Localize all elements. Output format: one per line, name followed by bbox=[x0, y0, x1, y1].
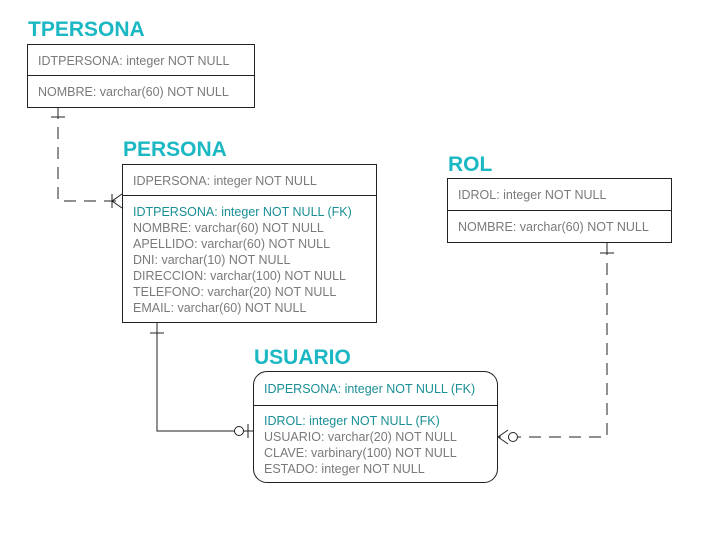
persona-attr: EMAIL: varchar(60) NOT NULL bbox=[133, 301, 307, 315]
entity-title-usuario: USUARIO bbox=[254, 346, 351, 369]
relationship-persona-usuario bbox=[150, 323, 255, 438]
persona-key-section: IDPERSONA: integer NOT NULL bbox=[123, 165, 376, 196]
entity-usuario[interactable]: IDPERSONA: integer NOT NULL (FK) IDROL: … bbox=[253, 371, 498, 483]
persona-attr-fk: IDTPERSONA: integer NOT NULL (FK) bbox=[133, 205, 352, 219]
usuario-attr: USUARIO: varchar(20) NOT NULL bbox=[264, 430, 457, 444]
usuario-attr: ESTADO: integer NOT NULL bbox=[264, 462, 425, 476]
persona-attr: TELEFONO: varchar(20) NOT NULL bbox=[133, 285, 337, 299]
persona-attr: APELLIDO: varchar(60) NOT NULL bbox=[133, 237, 331, 251]
usuario-attr-fk: IDROL: integer NOT NULL (FK) bbox=[264, 414, 440, 428]
relationship-rol-usuario bbox=[497, 243, 614, 445]
tpersona-key-section: IDTPERSONA: integer NOT NULL bbox=[28, 45, 254, 76]
persona-attr-section: IDTPERSONA: integer NOT NULL (FK) NOMBRE… bbox=[123, 196, 376, 316]
persona-attr: DNI: varchar(10) NOT NULL bbox=[133, 253, 291, 267]
persona-attr: NOMBRE: varchar(60) NOT NULL bbox=[133, 221, 324, 235]
tpersona-pk: IDTPERSONA: integer NOT NULL bbox=[38, 54, 230, 68]
usuario-pk: IDPERSONA: integer NOT NULL (FK) bbox=[264, 382, 476, 396]
entity-title-rol: ROL bbox=[448, 153, 493, 176]
entity-persona[interactable]: IDPERSONA: integer NOT NULL IDTPERSONA: … bbox=[122, 164, 377, 323]
entity-tpersona[interactable]: IDTPERSONA: integer NOT NULL NOMBRE: var… bbox=[27, 44, 255, 108]
rol-attr: NOMBRE: varchar(60) NOT NULL bbox=[458, 220, 649, 234]
usuario-attr-section: IDROL: integer NOT NULL (FK) USUARIO: va… bbox=[254, 406, 497, 477]
persona-attr: DIRECCION: varchar(100) NOT NULL bbox=[133, 269, 347, 283]
relationship-tpersona-persona bbox=[51, 107, 123, 209]
usuario-key-section: IDPERSONA: integer NOT NULL (FK) bbox=[254, 372, 497, 406]
tpersona-attr-section: NOMBRE: varchar(60) NOT NULL bbox=[28, 76, 254, 100]
tpersona-attr: NOMBRE: varchar(60) NOT NULL bbox=[38, 85, 229, 99]
entity-title-tpersona: TPERSONA bbox=[28, 18, 145, 41]
rol-pk: IDROL: integer NOT NULL bbox=[458, 188, 607, 202]
rol-key-section: IDROL: integer NOT NULL bbox=[448, 179, 671, 211]
rol-attr-section: NOMBRE: varchar(60) NOT NULL bbox=[448, 211, 671, 235]
entity-title-persona: PERSONA bbox=[123, 138, 227, 161]
entity-rol[interactable]: IDROL: integer NOT NULL NOMBRE: varchar(… bbox=[447, 178, 672, 243]
persona-pk: IDPERSONA: integer NOT NULL bbox=[133, 174, 317, 188]
usuario-attr: CLAVE: varbinary(100) NOT NULL bbox=[264, 446, 457, 460]
